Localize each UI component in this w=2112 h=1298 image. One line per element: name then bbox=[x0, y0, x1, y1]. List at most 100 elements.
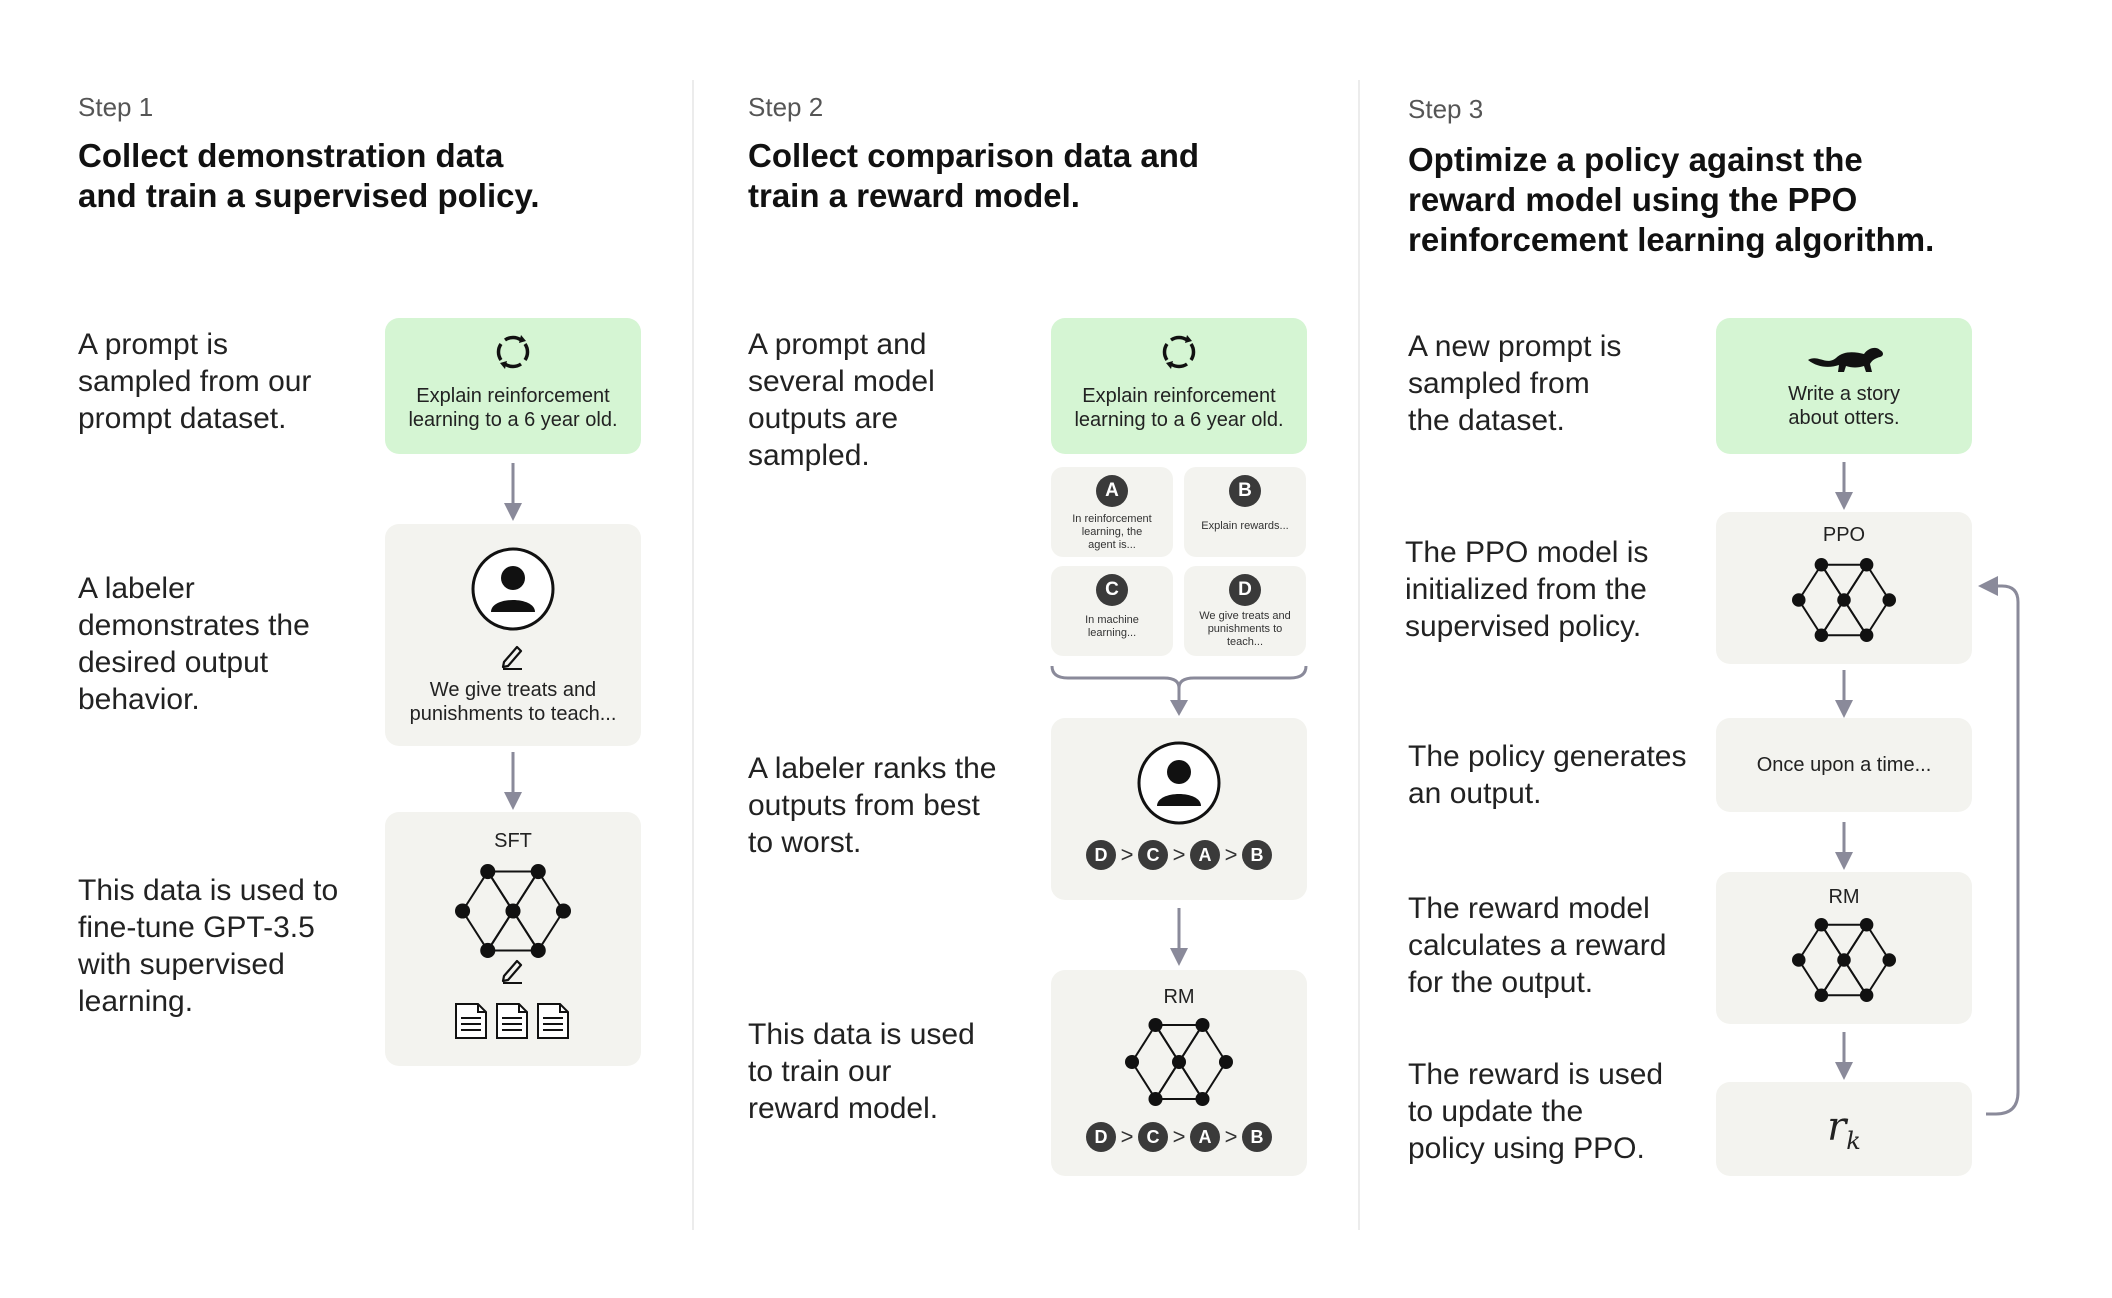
badge-d: D bbox=[1229, 574, 1261, 606]
nn-node bbox=[1882, 953, 1896, 967]
document-icon bbox=[455, 1003, 487, 1039]
nn-node bbox=[530, 942, 546, 958]
rm-label: RM bbox=[1163, 986, 1195, 1008]
nn-edge bbox=[1131, 1061, 1157, 1100]
nn-edge bbox=[512, 910, 540, 951]
nn-node bbox=[1148, 1018, 1163, 1033]
otter-icon bbox=[1808, 347, 1883, 372]
step1-label: Step 1 bbox=[78, 92, 154, 122]
nn-node bbox=[555, 903, 571, 919]
nn-edge bbox=[512, 871, 540, 912]
step3-arrow-3 bbox=[1835, 822, 1853, 870]
step2-bracket bbox=[1050, 665, 1308, 716]
nn-node bbox=[1125, 1054, 1140, 1070]
nn-edge bbox=[461, 871, 489, 912]
step3-arrow-2 bbox=[1835, 670, 1853, 718]
nn-edge bbox=[1178, 1061, 1204, 1100]
nn-edge bbox=[1865, 959, 1891, 996]
step3-arrow-1 bbox=[1835, 462, 1853, 510]
step3-output-text: Once upon a time... bbox=[1756, 754, 1932, 776]
nn-node bbox=[1792, 953, 1806, 967]
document-icon bbox=[537, 1003, 569, 1039]
step3-rm-box: RM bbox=[1716, 872, 1972, 1024]
reward-symbol: rk bbox=[1827, 1104, 1861, 1155]
rank-badge-1: D bbox=[1086, 840, 1116, 870]
nn-node bbox=[1218, 1054, 1233, 1070]
feedback-loop-arrow bbox=[1978, 576, 2020, 1116]
step3-title: Optimize a policy against the reward mod… bbox=[1408, 141, 1935, 258]
nn-edge bbox=[461, 910, 489, 951]
ppo-label: PPO bbox=[1822, 524, 1866, 546]
nn-edge bbox=[1843, 599, 1868, 636]
document-icon bbox=[496, 1003, 528, 1039]
nn-edge bbox=[1797, 599, 1823, 636]
badge-b: B bbox=[1229, 475, 1261, 507]
step1-sft-box: SFT bbox=[385, 812, 641, 1066]
sft-label: SFT bbox=[494, 830, 532, 852]
step3-arrow-4 bbox=[1835, 1032, 1853, 1080]
nn-edge bbox=[537, 871, 565, 912]
step2-title: Collect comparison data and train a rewa… bbox=[748, 137, 1200, 214]
rm-ranking-row: D>C>A>B bbox=[1051, 1122, 1307, 1152]
nn-node bbox=[1792, 593, 1806, 607]
nn-node bbox=[1171, 1054, 1187, 1070]
step1-title: Collect demonstration data and train a s… bbox=[78, 137, 540, 214]
rank-badge-4: B bbox=[1242, 840, 1272, 870]
step3-rm-label: RM bbox=[1828, 886, 1860, 908]
neural-network-icon bbox=[1125, 1018, 1233, 1106]
rank-badge-4: B bbox=[1242, 1122, 1272, 1152]
nn-node bbox=[455, 903, 471, 919]
step2-label: Step 2 bbox=[748, 92, 824, 122]
nn-node bbox=[505, 903, 521, 919]
step3-label: Step 3 bbox=[1408, 94, 1484, 124]
person-icon bbox=[1137, 741, 1221, 825]
nn-edge bbox=[1131, 1024, 1157, 1063]
nn-node bbox=[530, 864, 546, 880]
neural-network-icon bbox=[455, 864, 571, 958]
column-divider-1 bbox=[692, 80, 694, 1230]
step3-ppo-box: PPO bbox=[1716, 512, 1972, 664]
nn-edge bbox=[1797, 959, 1823, 996]
pencil-icon bbox=[501, 959, 523, 984]
nn-node bbox=[1859, 918, 1874, 932]
step2-arrow-2 bbox=[1170, 908, 1188, 966]
nn-edge bbox=[1843, 924, 1868, 961]
cycle-icon bbox=[496, 335, 530, 369]
step1-arrow-1 bbox=[504, 463, 522, 521]
nn-edge bbox=[1797, 924, 1823, 961]
pencil-icon bbox=[501, 645, 523, 670]
step3-reward-box: rk bbox=[1716, 1082, 1972, 1176]
nn-node bbox=[1148, 1091, 1163, 1106]
rank-badge-3: A bbox=[1190, 840, 1220, 870]
nn-node bbox=[1195, 1091, 1210, 1106]
column-divider-2 bbox=[1358, 80, 1360, 1230]
step3-output-box: Once upon a time... bbox=[1716, 718, 1972, 812]
badge-a: A bbox=[1096, 475, 1128, 507]
nn-node bbox=[480, 864, 496, 880]
nn-edge bbox=[1178, 1024, 1204, 1063]
cycle-icon bbox=[1162, 335, 1196, 369]
nn-node bbox=[1859, 628, 1874, 642]
nn-node bbox=[1814, 988, 1829, 1002]
nn-node bbox=[1195, 1018, 1210, 1033]
rank-badge-2: C bbox=[1138, 840, 1168, 870]
nn-edge bbox=[1843, 564, 1868, 601]
step2-rm-box: RM D>C>A>B bbox=[1051, 970, 1307, 1176]
